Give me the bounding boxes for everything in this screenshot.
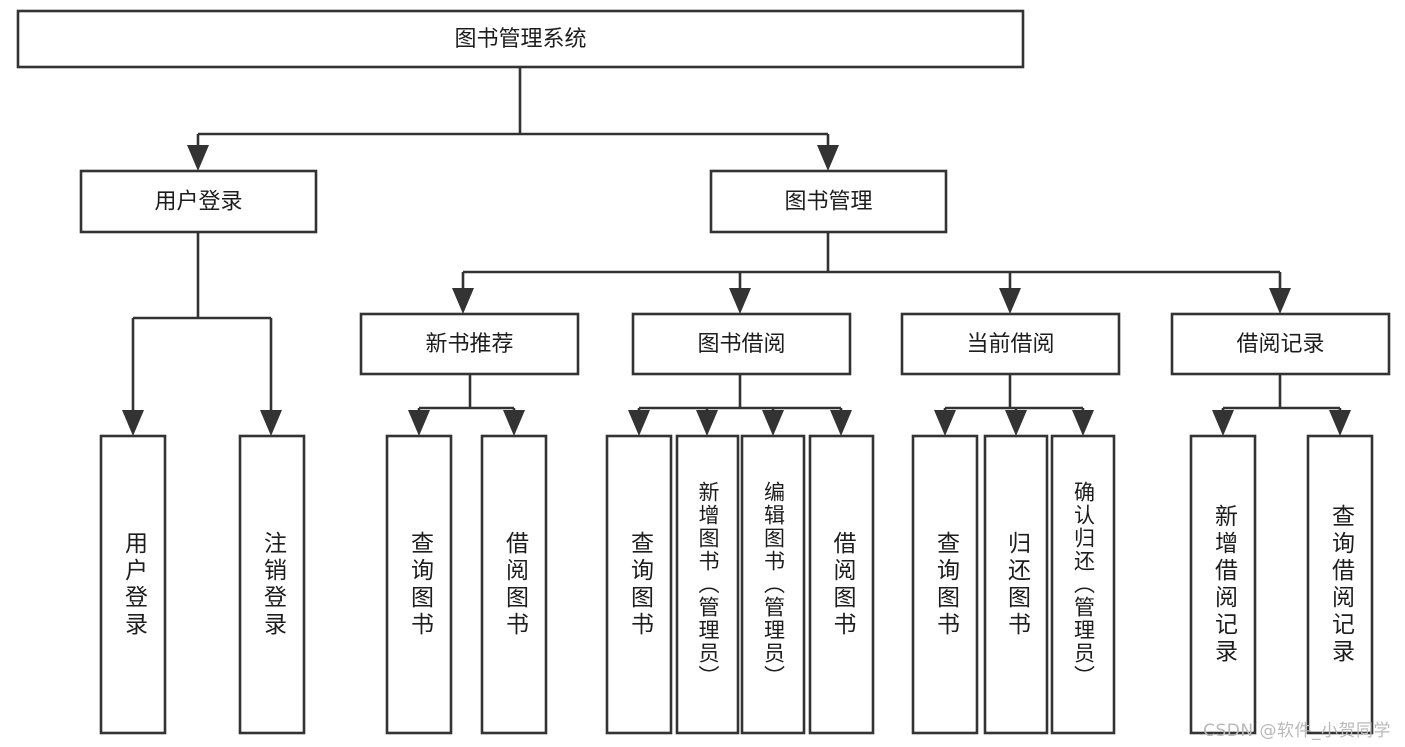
- leaf-label-leaf-query-book-1: 查询图书: [406, 530, 433, 639]
- leaf-label-leaf-query-borrow-record: 查询借阅记录: [1327, 503, 1354, 666]
- group-book-borrow-leaf-2-arrow-icon: [762, 410, 784, 436]
- level3-branch-3-arrow-icon: [1269, 288, 1291, 314]
- leaf-label-leaf-return-book: 归还图书: [1003, 530, 1030, 639]
- group-user-login-leaf-1-arrow-icon: [260, 410, 282, 436]
- group-current-borrow-leaf-2-arrow-icon: [1072, 410, 1094, 436]
- node-new-book-recommend[interactable]: [359, 312, 580, 376]
- node-book-management[interactable]: [709, 169, 948, 234]
- leaf-node-leaf-add-book[interactable]: [675, 434, 740, 735]
- node-borrow-record[interactable]: [1170, 312, 1391, 376]
- node-boxes-layer: [16, 9, 1391, 735]
- level2-branch-0-arrow-icon: [187, 145, 209, 171]
- node-label-borrow-record: 借阅记录: [1236, 332, 1324, 357]
- node-root[interactable]: [16, 9, 1025, 69]
- group-borrow-record-leaf-1-arrow-icon: [1329, 410, 1351, 436]
- leaf-label-leaf-user-logout: 注销登录: [259, 530, 286, 639]
- group-user-login-leaf-0-arrow-icon: [122, 410, 144, 436]
- leaf-node-leaf-edit-book[interactable]: [740, 434, 806, 735]
- node-label-user-login: 用户登录: [154, 190, 242, 215]
- node-label-book-borrow: 图书借阅: [697, 332, 785, 357]
- leaf-label-leaf-query-book-2: 查询图书: [626, 530, 653, 639]
- node-label-book-management: 图书管理: [784, 190, 872, 215]
- level3-branch-2-arrow-icon: [999, 288, 1021, 314]
- node-label-root: 图书管理系统: [454, 27, 586, 52]
- group-new-book-recommend-leaf-1-arrow-icon: [503, 410, 525, 436]
- node-book-borrow[interactable]: [631, 312, 852, 376]
- group-current-borrow-leaf-0-arrow-icon: [934, 410, 956, 436]
- group-book-borrow-leaf-0-arrow-icon: [628, 410, 650, 436]
- leaf-node-leaf-user-login[interactable]: [99, 434, 167, 735]
- leaf-node-leaf-query-book-2[interactable]: [605, 434, 673, 735]
- node-label-current-borrow: 当前借阅: [966, 332, 1054, 357]
- leaf-node-leaf-confirm-return[interactable]: [1050, 434, 1116, 735]
- leaf-label-leaf-edit-book: 编辑图书（管理员）: [761, 481, 786, 688]
- leaf-node-leaf-add-borrow-record[interactable]: [1189, 434, 1257, 735]
- leaf-node-leaf-return-book[interactable]: [983, 434, 1049, 735]
- leaf-node-leaf-user-logout[interactable]: [238, 434, 306, 735]
- node-current-borrow[interactable]: [900, 312, 1121, 376]
- leaf-node-leaf-query-borrow-record[interactable]: [1306, 434, 1374, 735]
- level3-branch-0-arrow-icon: [452, 288, 474, 314]
- group-borrow-record-leaf-0-arrow-icon: [1212, 410, 1234, 436]
- leaf-node-leaf-borrow-book-1[interactable]: [480, 434, 548, 735]
- group-book-borrow-leaf-1-arrow-icon: [696, 410, 718, 436]
- leaf-label-leaf-add-borrow-record: 新增借阅记录: [1210, 503, 1237, 666]
- leaf-node-leaf-borrow-book-2[interactable]: [808, 434, 875, 735]
- group-book-borrow-leaf-3-arrow-icon: [830, 410, 852, 436]
- level2-branch-1-arrow-icon: [817, 145, 839, 171]
- leaf-label-leaf-confirm-return: 确认归还（管理员）: [1071, 481, 1096, 688]
- leaf-label-leaf-user-login: 用户登录: [120, 530, 147, 639]
- leaf-label-leaf-add-book: 新增图书（管理员）: [696, 481, 720, 688]
- node-user-login[interactable]: [79, 169, 318, 234]
- leaf-label-leaf-query-book-3: 查询图书: [932, 530, 959, 639]
- leaf-node-leaf-query-book-3[interactable]: [911, 434, 979, 735]
- connectors-layer: [122, 67, 1351, 436]
- leaf-node-leaf-query-book-1[interactable]: [385, 434, 453, 735]
- watermark-text: CSDN @软件_小贺同学: [1203, 721, 1391, 741]
- level3-branch-1-arrow-icon: [729, 288, 751, 314]
- group-new-book-recommend-leaf-0-arrow-icon: [408, 410, 430, 436]
- leaf-label-leaf-borrow-book-2: 借阅图书: [829, 530, 855, 639]
- node-label-new-book-recommend: 新书推荐: [425, 332, 513, 357]
- group-current-borrow-leaf-1-arrow-icon: [1005, 410, 1027, 436]
- leaf-label-leaf-borrow-book-1: 借阅图书: [501, 530, 528, 639]
